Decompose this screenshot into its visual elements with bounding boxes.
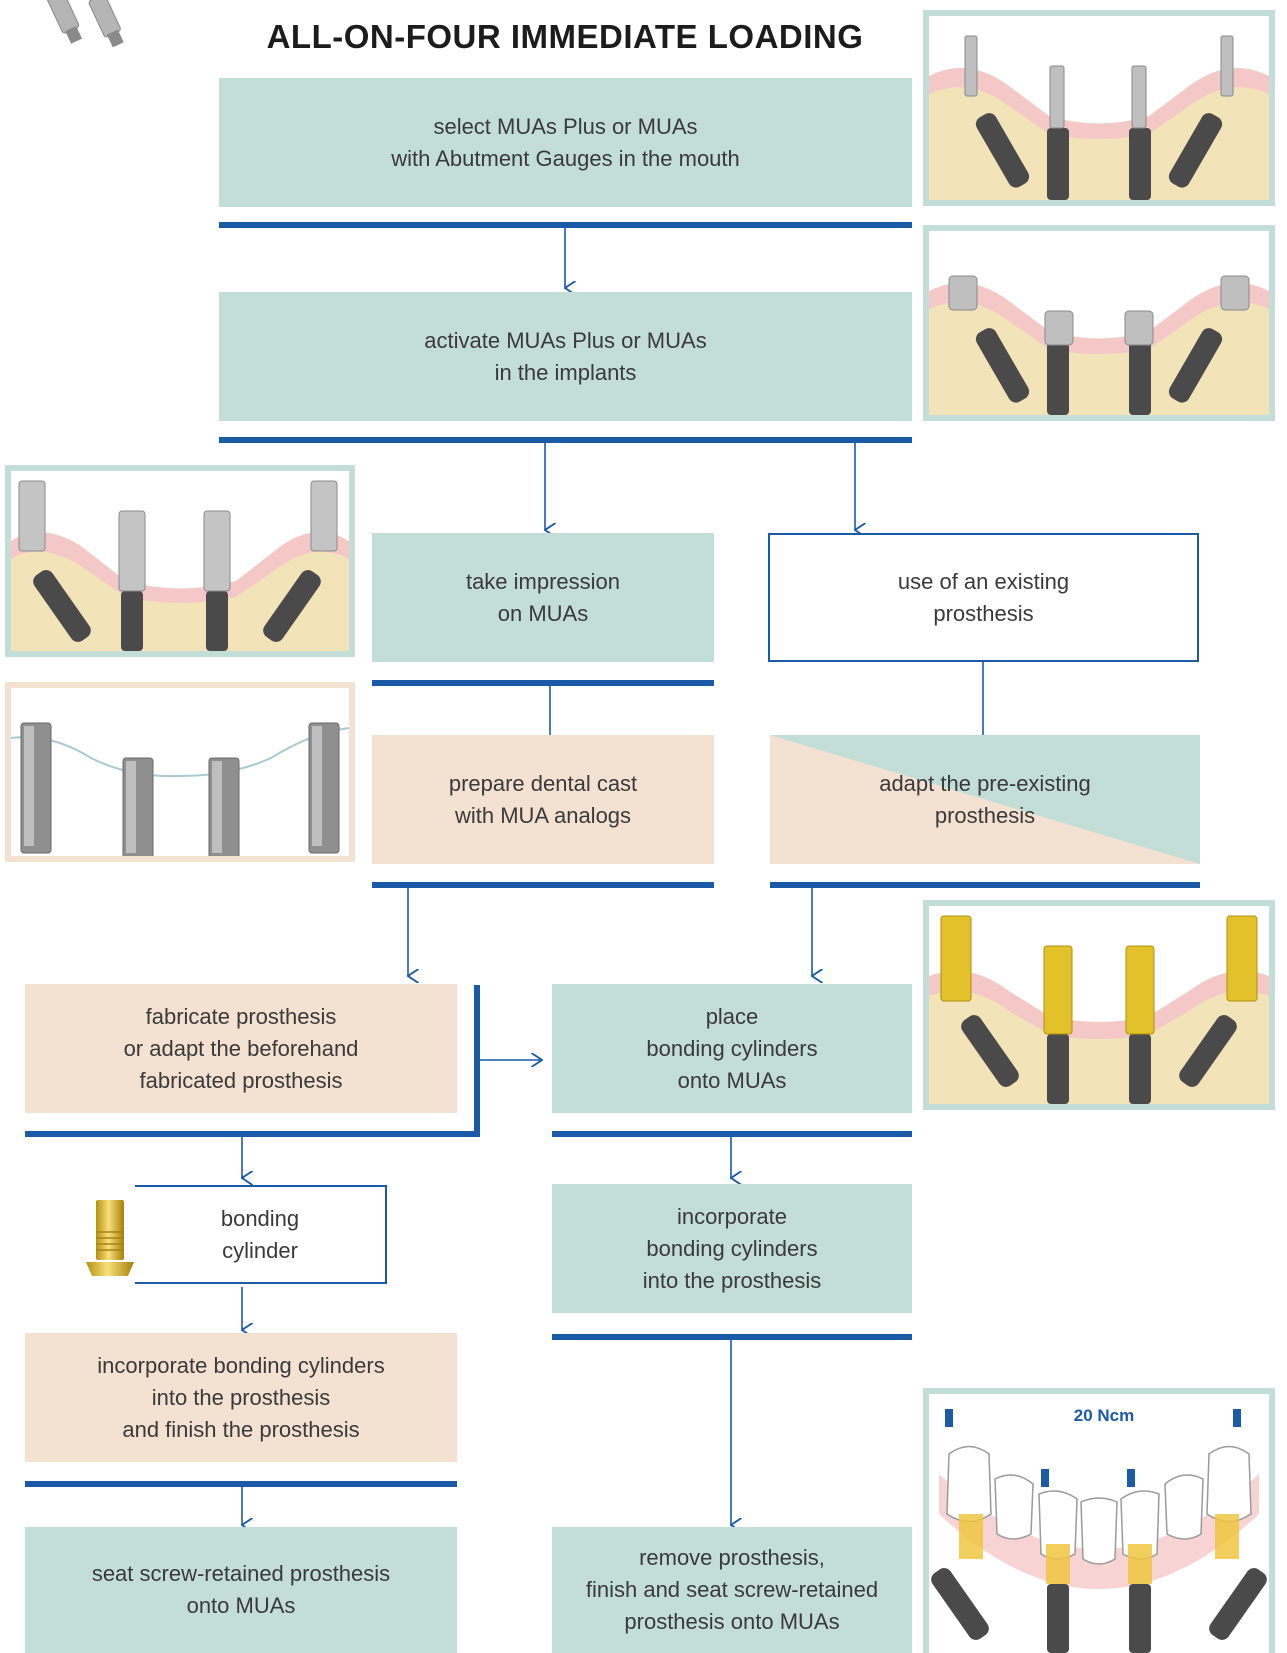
implant-gauges-corner-icon — [46, 0, 124, 48]
step-place-cylinders: place bonding cylinders onto MUAs — [552, 984, 912, 1113]
step-activate-muas: activate MUAs Plus or MUAs in the implan… — [219, 292, 912, 421]
divider-bar — [219, 222, 912, 228]
mua-analogs-cast-illustration — [5, 682, 355, 862]
divider-bar — [372, 680, 714, 686]
gauges-in-implants-illustration — [923, 10, 1275, 206]
step-adapt-prosthesis: adapt the pre-existing prosthesis — [770, 735, 1200, 864]
divider-bar — [770, 882, 1200, 888]
bonding-cylinder-icon — [86, 1200, 134, 1276]
final-prosthesis-illustration: 20 Ncm — [923, 1388, 1275, 1653]
impression-copings-illustration — [5, 465, 355, 657]
divider-bar — [219, 437, 912, 443]
divider-bar — [552, 1131, 912, 1137]
step-select-muas: select MUAs Plus or MUAs with Abutment G… — [219, 78, 912, 207]
divider-bar — [552, 1334, 912, 1340]
step-incorporate-left: incorporate bonding cylinders into the p… — [25, 1333, 457, 1462]
step-bonding-cylinder: bonding cylinder — [135, 1185, 387, 1284]
activated-muas-illustration — [923, 225, 1275, 421]
step-incorporate-right: incorporate bonding cylinders into the p… — [552, 1184, 912, 1313]
step-seat-prosthesis: seat screw-retained prosthesis onto MUAs — [25, 1527, 457, 1653]
page-title: ALL-ON-FOUR IMMEDIATE LOADING — [266, 18, 864, 55]
step-prepare-cast: prepare dental cast with MUA analogs — [372, 735, 714, 864]
step-fabricate-prosthesis: fabricate prosthesis or adapt the before… — [25, 984, 457, 1113]
torque-label: 20 Ncm — [1073, 1406, 1135, 1425]
step-take-impression: take impression on MUAs — [372, 533, 714, 662]
bonding-cylinders-illustration — [923, 900, 1275, 1110]
divider-bar — [25, 1131, 480, 1137]
step-remove-finish-seat: remove prosthesis, finish and seat screw… — [552, 1527, 912, 1653]
divider-bar — [372, 882, 714, 888]
divider-bar — [25, 1481, 457, 1487]
divider-vertical-bar — [474, 985, 480, 1137]
step-existing-prosthesis: use of an existing prosthesis — [768, 533, 1199, 662]
